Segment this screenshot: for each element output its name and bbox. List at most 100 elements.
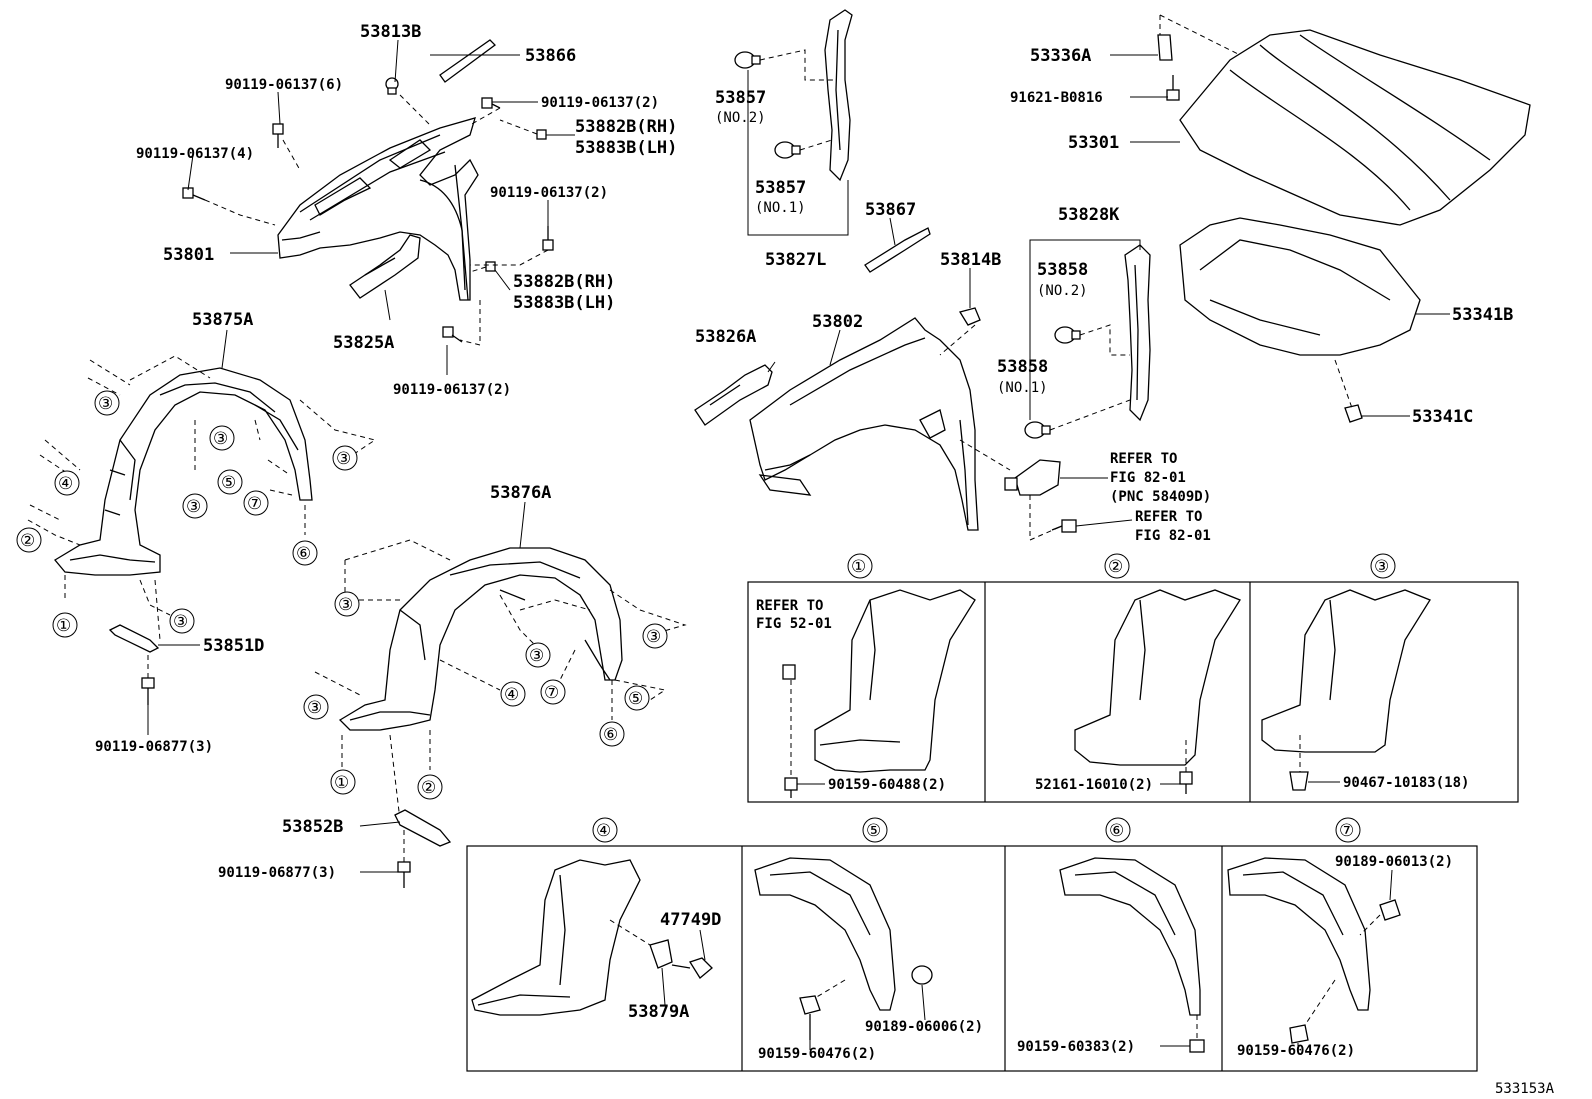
svg-text:③: ③	[186, 497, 201, 517]
refer-fig-82-01-line2: FIG 82-01	[1110, 470, 1186, 486]
label-53857-no1: 53857	[755, 178, 806, 198]
label-90119-06877-b: 90119-06877(3)	[218, 865, 336, 881]
svg-text:③: ③	[98, 394, 113, 414]
svg-text:②: ②	[20, 531, 35, 551]
front-fender-53801[interactable]	[277, 117, 479, 301]
refer-fig-52-01-line1: REFER TO	[756, 598, 823, 614]
label-53882B-rh-a: 53882B(RH)	[575, 117, 677, 137]
label-90119-06137-6: 90119-06137(6)	[225, 77, 343, 93]
label-53866: 53866	[525, 46, 576, 66]
svg-text:⑦: ⑦	[544, 683, 559, 703]
label-90189-06006: 90189-06006(2)	[865, 1019, 983, 1035]
svg-text:⑦: ⑦	[247, 494, 262, 514]
label-53301: 53301	[1068, 133, 1119, 153]
front-fender-53802[interactable]	[749, 317, 979, 531]
clip-53813B[interactable]	[385, 77, 399, 95]
label-53851D: 53851D	[203, 636, 264, 656]
label-53341C: 53341C	[1412, 407, 1473, 427]
label-53858-no1: 53858	[997, 357, 1048, 377]
bracket-53851D[interactable]	[108, 624, 160, 705]
label-90159-60383: 90159-60383(2)	[1017, 1039, 1135, 1055]
svg-text:②: ②	[421, 778, 436, 798]
detail-2-liner	[1074, 589, 1241, 794]
clip-53857-no1[interactable]	[774, 141, 801, 159]
label-53883B-lh-a: 53883B(LH)	[575, 138, 677, 158]
detail-5-liner	[754, 857, 933, 1040]
label-53852B: 53852B	[282, 817, 343, 837]
label-53802: 53802	[812, 312, 863, 332]
svg-text:⑥: ⑥	[296, 544, 311, 564]
label-47749D: 47749D	[660, 910, 721, 930]
label-53883B-lh-b: 53883B(LH)	[513, 293, 615, 313]
label-90159-60476-a: 90159-60476(2)	[758, 1046, 876, 1062]
fender-liner-front-53826A[interactable]	[694, 364, 773, 426]
clip-53858-no2[interactable]	[1054, 326, 1081, 344]
hinge-53336A[interactable]	[1157, 34, 1173, 61]
refer-fig-52-01-line2: FIG 52-01	[756, 616, 832, 632]
label-53826A: 53826A	[695, 327, 756, 347]
hood-53301[interactable]	[1179, 29, 1531, 226]
label-53879A: 53879A	[628, 1002, 689, 1022]
svg-text:③: ③	[646, 627, 661, 647]
hood-insulator-53341B[interactable]	[1179, 217, 1421, 356]
label-53875A: 53875A	[192, 310, 253, 330]
label-53813B: 53813B	[360, 22, 421, 42]
label-90119-06137-2-c: 90119-06137(2)	[393, 382, 511, 398]
label-53858-no2-sub: (NO.2)	[1037, 283, 1088, 299]
svg-text:⑤: ⑤	[866, 821, 881, 841]
fender-liner-front-53825A[interactable]	[349, 234, 421, 299]
label-53857-no2: 53857	[715, 88, 766, 108]
bolt-icon	[182, 97, 554, 343]
label-53828K: 53828K	[1058, 205, 1120, 225]
clip-53858-no1[interactable]	[1024, 421, 1051, 439]
svg-text:③: ③	[307, 698, 322, 718]
svg-text:②: ②	[1108, 557, 1123, 577]
svg-text:①: ①	[56, 616, 71, 636]
svg-text:①: ①	[334, 773, 349, 793]
label-53857-no1-sub: (NO.1)	[755, 200, 806, 216]
clip-53857-no2[interactable]	[734, 51, 761, 69]
label-53825A: 53825A	[333, 333, 394, 353]
seal-53866[interactable]	[439, 39, 496, 83]
bolt-91621[interactable]	[1166, 75, 1180, 101]
label-91621-B0816: 91621-B0816	[1010, 90, 1103, 106]
label-53814B: 53814B	[940, 250, 1001, 270]
refer-fig-82-01-line3: (PNC 58409D)	[1110, 489, 1211, 505]
label-90119-06137-4: 90119-06137(4)	[136, 146, 254, 162]
svg-text:③: ③	[338, 595, 353, 615]
detail-3-liner	[1261, 589, 1431, 791]
svg-text:③: ③	[173, 612, 188, 632]
fuel-lid[interactable]	[1004, 459, 1077, 533]
fender-liner-53876A[interactable]	[338, 547, 623, 731]
label-90467-10183: 90467-10183(18)	[1343, 775, 1469, 791]
label-90119-06137-2-a: 90119-06137(2)	[541, 95, 659, 111]
label-53858-no2: 53858	[1037, 260, 1088, 280]
bracket-53852B[interactable]	[394, 809, 452, 888]
svg-text:④: ④	[504, 685, 519, 705]
svg-text:③: ③	[529, 646, 544, 666]
svg-text:①: ①	[851, 557, 866, 577]
label-53336A: 53336A	[1030, 46, 1091, 66]
svg-text:⑥: ⑥	[1109, 821, 1124, 841]
seal-53867[interactable]	[864, 227, 931, 273]
svg-text:③: ③	[1374, 557, 1389, 577]
document-id: 533153A	[1495, 1081, 1555, 1097]
detail-1-liner	[782, 589, 976, 798]
label-90119-06137-2-b: 90119-06137(2)	[490, 185, 608, 201]
svg-text:⑤: ⑤	[628, 689, 643, 709]
label-53882B-rh-b: 53882B(RH)	[513, 272, 615, 292]
fender-liner-53875A[interactable]	[54, 367, 313, 576]
svg-text:③: ③	[336, 449, 351, 469]
seal-53828K[interactable]	[1124, 244, 1151, 422]
clip-53814B[interactable]	[958, 307, 981, 326]
label-53876A: 53876A	[490, 483, 551, 503]
refer-fig-82-01-b-line2: FIG 82-01	[1135, 528, 1211, 544]
detail-box-row1	[747, 581, 1519, 803]
label-52161-16010: 52161-16010(2)	[1035, 777, 1153, 793]
label-53827L: 53827L	[765, 250, 826, 270]
label-53857-no2-sub: (NO.2)	[715, 110, 766, 126]
clip-53341C[interactable]	[1344, 404, 1363, 423]
svg-text:④: ④	[58, 474, 73, 494]
seal-53827L[interactable]	[824, 9, 853, 182]
